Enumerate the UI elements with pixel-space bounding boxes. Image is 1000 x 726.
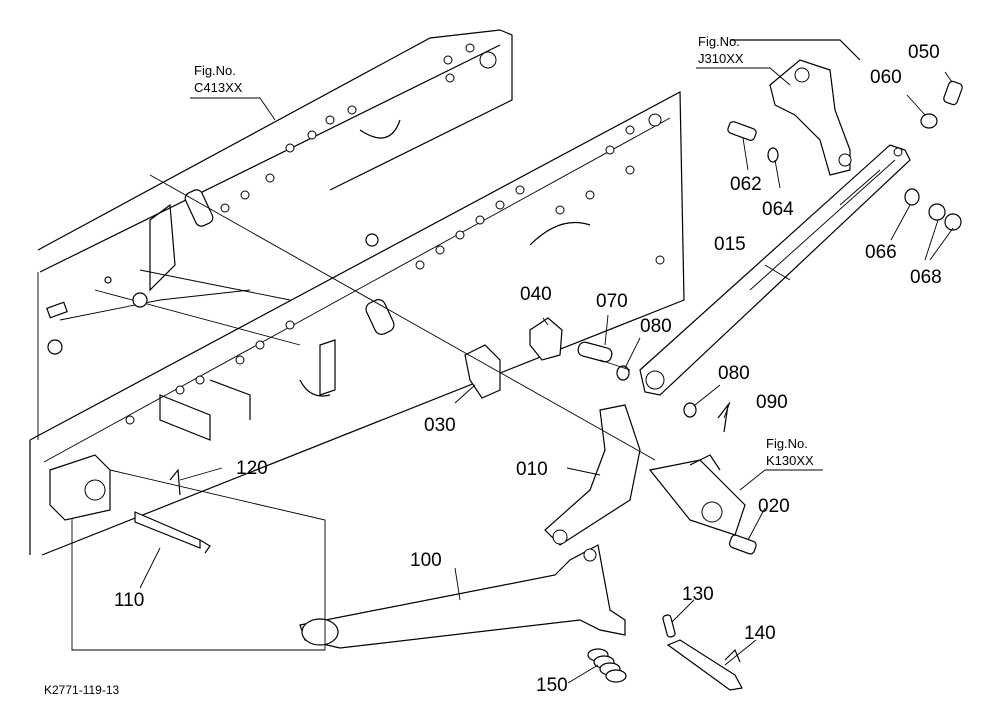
part-label-050: 050 — [908, 42, 940, 63]
part-label-090: 090 — [756, 392, 788, 413]
assembly-guide-lines — [71, 174, 656, 651]
part-label-015: 015 — [714, 234, 746, 255]
part-label-110: 110 — [114, 590, 144, 611]
part-label-120: 120 — [236, 458, 268, 479]
pedal-lever-100 — [299, 544, 626, 649]
part-label-060: 060 — [870, 67, 902, 88]
part-label-068: 068 — [910, 267, 942, 288]
fig-ref-c413-line1: Fig.No. — [194, 63, 236, 78]
part-label-150: 150 — [536, 675, 568, 696]
part-label-140: 140 — [744, 623, 776, 644]
frame-holes — [125, 43, 665, 425]
part-label-020: 020 — [758, 496, 790, 517]
handle-140 — [666, 639, 743, 691]
part-label-066: 066 — [865, 242, 897, 263]
part-label-010: 010 — [516, 459, 548, 480]
frame-rail-drawing — [29, 29, 685, 556]
part-label-064: 064 — [762, 199, 794, 220]
part-label-070: 070 — [596, 291, 628, 312]
bracket-j310 — [730, 39, 861, 176]
part-label-130: 130 — [682, 584, 714, 605]
fig-ref-c413: Fig.No. C413XX — [194, 63, 243, 95]
pin-110 — [134, 511, 211, 554]
part-label-100: 100 — [410, 550, 442, 571]
linkage-rod-015 — [639, 144, 911, 396]
fig-ref-k130-line2: K130XX — [766, 453, 814, 468]
part-label-040: 040 — [520, 284, 552, 305]
part-label-062: 062 — [730, 174, 762, 195]
fig-ref-k130-line1: Fig.No. — [766, 436, 808, 451]
shaft-k130 — [648, 454, 746, 536]
part-labels: 050 060 062 064 066 068 015 040 070 080 … — [114, 42, 942, 696]
fig-ref-j310-line2: J310XX — [698, 51, 744, 66]
part-label-080a: 080 — [640, 316, 672, 337]
bolts-and-washers — [169, 80, 963, 638]
part-label-030: 030 — [424, 415, 456, 436]
fig-ref-j310: Fig.No. J310XX — [698, 34, 744, 66]
fig-ref-k130: Fig.No. K130XX — [766, 436, 814, 468]
part-label-080b: 080 — [718, 363, 750, 384]
arm-010 — [544, 404, 641, 546]
leader-lines — [139, 67, 954, 684]
spring-150 — [587, 648, 627, 683]
fig-ref-c413-line2: C413XX — [194, 80, 243, 95]
fig-ref-j310-line1: Fig.No. — [698, 34, 740, 49]
drawing-code: K2771-119-13 — [44, 683, 119, 697]
